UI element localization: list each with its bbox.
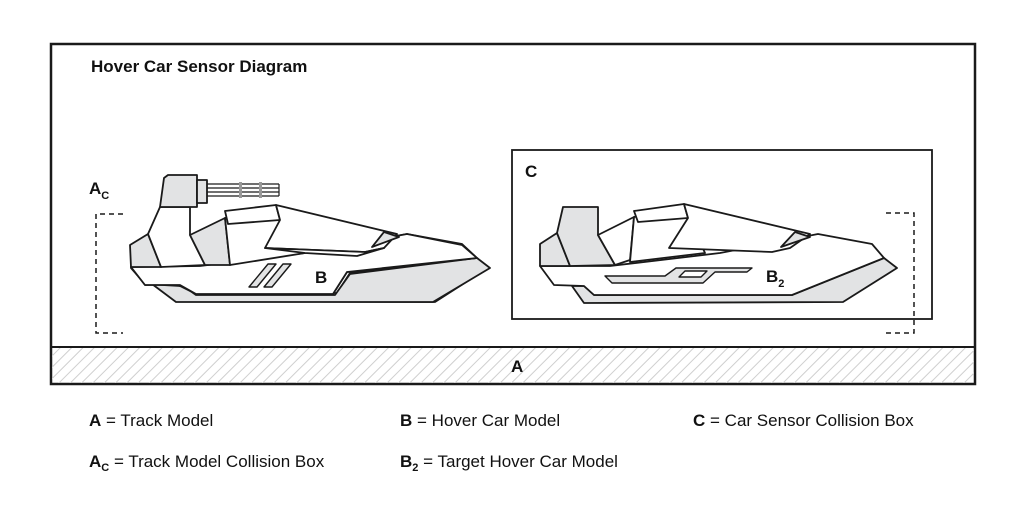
hover-car-label: B xyxy=(315,268,327,287)
legend-text: = Car Sensor Collision Box xyxy=(710,411,914,430)
diagram-title: Hover Car Sensor Diagram xyxy=(91,57,307,76)
target-hover-car-model xyxy=(539,203,898,304)
track-collision-label: AC xyxy=(89,179,109,202)
legend-item-car-sensor-collision-box: C = Car Sensor Collision Box xyxy=(693,411,914,431)
legend-text: = Hover Car Model xyxy=(417,411,561,430)
legend-text: = Track Model xyxy=(106,411,214,430)
legend-key: A xyxy=(89,452,102,471)
target-car-label: B2 xyxy=(766,267,784,290)
diagram-frame xyxy=(49,42,977,386)
legend-key: A xyxy=(89,411,102,430)
legend-text: = Track Model Collision Box xyxy=(113,452,325,471)
hover-car-model xyxy=(129,174,491,303)
track-collision-box-right xyxy=(886,212,915,334)
legend-item-target-hover-car-model: B2 = Target Hover Car Model xyxy=(400,452,618,474)
legend-item-track-model: A = Track Model xyxy=(89,411,213,431)
track-model: A xyxy=(51,346,975,383)
sensor-box-label: C xyxy=(525,162,537,181)
legend-item-hover-car-model: B = Hover Car Model xyxy=(400,411,560,431)
legend-key-subscript: C xyxy=(101,462,110,474)
legend-key: B xyxy=(400,411,413,430)
legend-text: = Target Hover Car Model xyxy=(423,452,618,471)
legend-key: B xyxy=(400,452,413,471)
car-sensor-collision-box xyxy=(511,149,933,320)
legend-key-subscript: 2 xyxy=(412,462,419,474)
track-label: A xyxy=(511,357,523,376)
track-collision-box-left xyxy=(95,213,123,334)
legend-key: C xyxy=(693,411,706,430)
legend-item-track-model-collision-box: AC = Track Model Collision Box xyxy=(89,452,324,474)
